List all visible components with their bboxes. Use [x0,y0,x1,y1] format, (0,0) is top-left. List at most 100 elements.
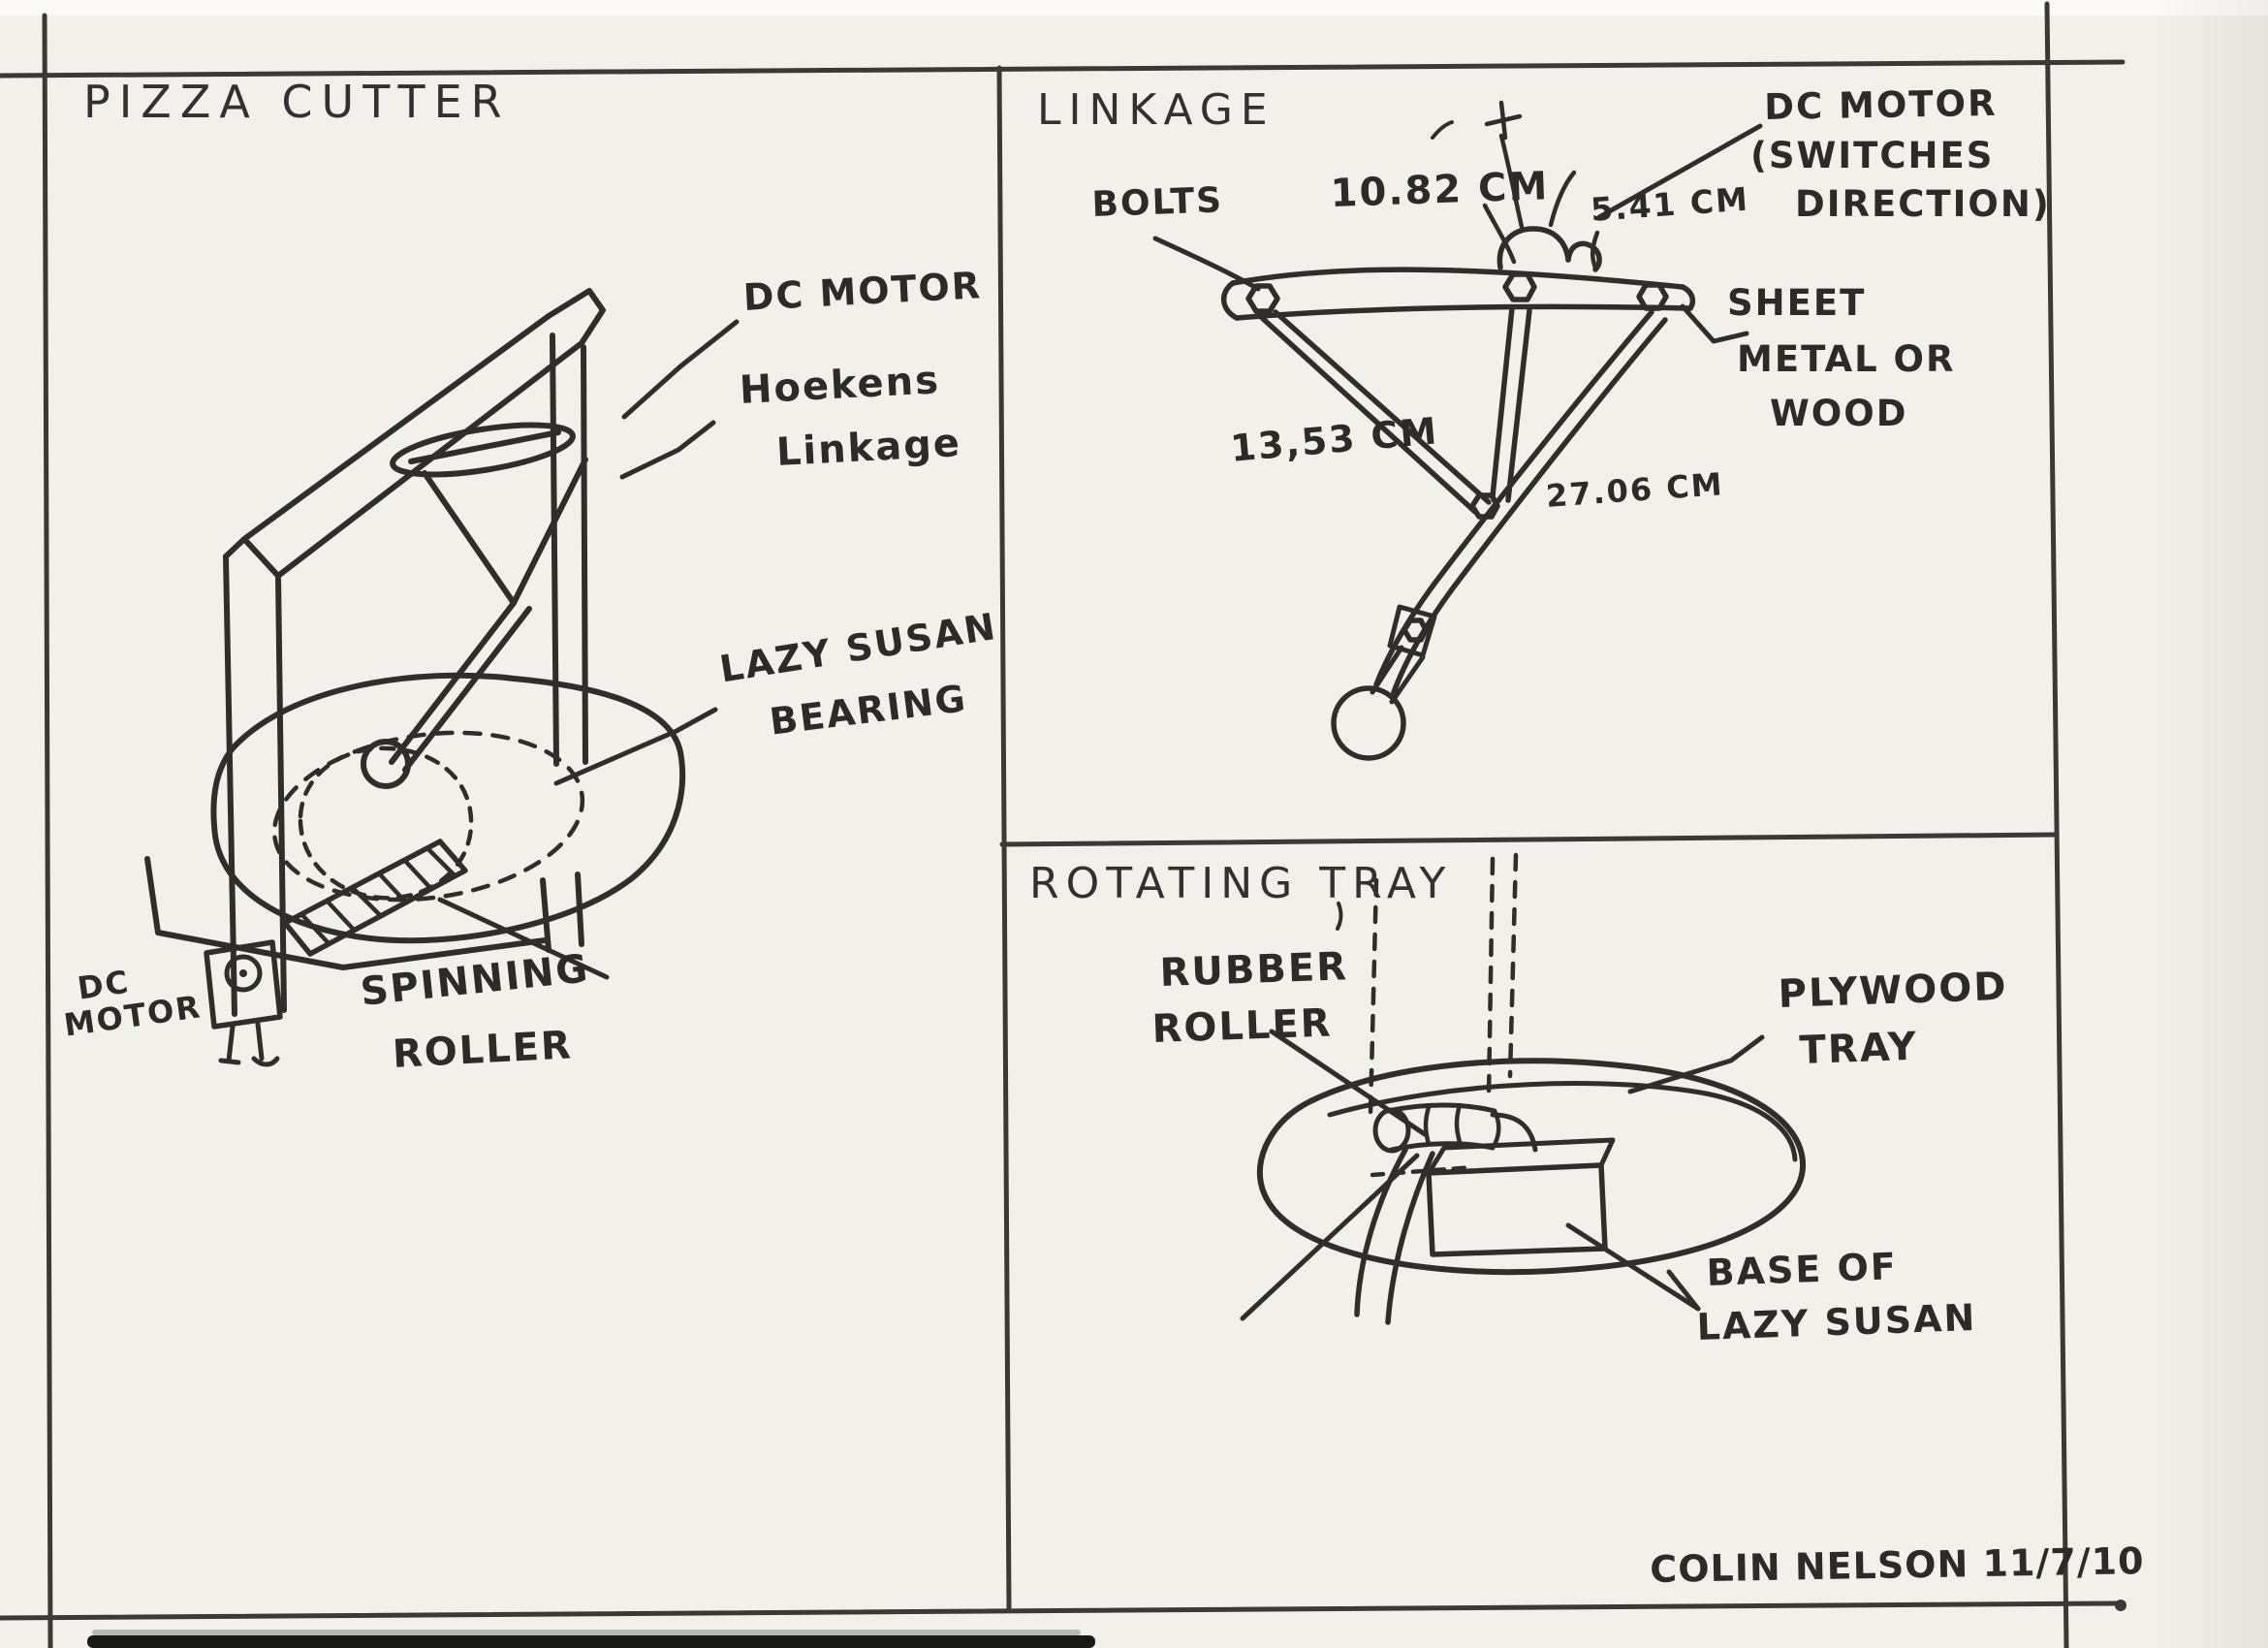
border-bottom [0,1600,2122,1621]
linkage-bar-right [511,457,588,606]
triangle-left-outer [1257,313,1478,515]
cutter-fork-1 [1370,645,1404,695]
wire-cross-v [1498,100,1508,141]
dashed-pizza [298,745,474,901]
top-bar-upper [1230,267,1685,290]
top-bar-cap-left [1221,280,1240,321]
label-plywood-tray-line1: PLYWOOD [1777,964,2009,1017]
border-right [2044,1,2069,1648]
left-post [223,554,237,1017]
right-post [550,333,559,767]
base-box-top [1426,1137,1616,1176]
bolt-hex-left [1245,283,1280,314]
label-linkage-dc-motor-line2: (SWITCHES [1750,135,1995,176]
tray-ellipse [1256,1058,1807,1276]
top-bar-cap-right [1680,284,1696,311]
support-arm-left [1354,1147,1408,1317]
leader-dc-motor [1596,123,1763,220]
label-base-line1: BASE OF [1705,1245,1899,1294]
cutter-fork-2 [1389,654,1426,705]
motor-foot-2 [251,1056,280,1067]
leader-rubber-lower [1240,1153,1420,1321]
label-plywood-tray-line2: TRAY [1798,1024,1919,1073]
roller-ring-2 [1454,1102,1463,1145]
motor-shaft-circle [224,954,263,993]
roller-outline [282,839,468,957]
roller-ring-1 [1423,1104,1432,1147]
label-rubber-roller-line1: RUBBER [1158,944,1349,996]
linkage-bar-left [422,470,517,606]
roller-top [1385,1102,1497,1114]
border-left [42,13,53,1648]
label-hoekens-line2: Linkage [774,421,963,475]
divider-vertical [996,65,1012,1611]
top-bar-lower [1234,303,1693,321]
divider-horizontal-right [999,832,2059,847]
tray-rim [1327,1081,1798,1162]
frame-borders [0,1,2126,1648]
dashed-ellipse [271,730,585,903]
stray-tick [1431,120,1454,140]
roller-flap [1490,1112,1538,1153]
triangle-right-outer [1490,305,1515,499]
beam-tip [546,288,606,346]
leader-spinning-roller [437,897,610,980]
dim-squiggle-top [1482,203,1517,265]
left-post-cap [223,536,281,579]
triangle-left-inner [1273,309,1492,505]
label-base-line2: LAZY SUSAN [1695,1295,1977,1348]
signature: COLIN NELSON 11/7/10 [1649,1539,2145,1591]
leader-hoekens [619,420,716,480]
linkage-link-bar [390,422,576,478]
motor-shaft-dot [239,969,247,977]
cutter-wheel [1331,685,1406,761]
motor-wire [1498,133,1525,230]
linkage-link-inner [408,429,561,464]
support-arm-right [1385,1151,1435,1325]
motor-dome [1496,226,1571,270]
leader-base-tick [1666,1269,1701,1312]
border-top [0,59,2126,79]
long-arm-outer [1373,309,1654,687]
motor-foot-1 [218,1058,241,1065]
label-hoekens-line1: Hoekens [738,358,941,413]
dashed-inside [1370,1164,1476,1178]
leader-bolts [1152,236,1261,292]
label-material-line1: SHEET [1727,282,1867,324]
linkage-title: LINKAGE [1037,85,1276,135]
scan-smudge-soft [92,1630,1081,1635]
leader-plywood [1627,1034,1765,1094]
rotating-tray-title: ROTATING TRAY [1029,859,1453,908]
label-linkage-dc-motor-line3: DIRECTION) [1795,183,2051,225]
pizza-cutter-sketch [144,288,740,1067]
motor-leg-1 [226,1024,236,1063]
dim-curl-541 [1591,230,1600,270]
right-post-inner [581,344,588,765]
scan-smudge-dark [87,1635,1095,1648]
label-linkage-dc-motor-line1: DC MOTOR [1763,81,1998,128]
rotating-tray-sketch [1240,852,1807,1325]
leader-base [1565,1222,1701,1312]
label-bolts: BOLTS [1090,180,1224,225]
dashed-axis-1 [1368,877,1379,1116]
leader-sheet-metal [1680,303,1749,344]
beam-top-edge [241,313,551,542]
tray-outline [210,672,686,944]
border-bottom-dot [2115,1600,2126,1611]
stray-comma [1336,902,1343,931]
left-post-inner [275,573,287,1013]
roller-end-cap [1372,1107,1411,1154]
linkage-sketch [1152,100,1763,761]
bolt-hex-middle [1502,271,1537,302]
motor-curl [1548,170,1577,228]
leader-rubber-upper [1269,1029,1428,1137]
label-rubber-roller-line2: ROLLER [1150,1000,1334,1052]
pizza-cutter-title: PIZZA CUTTER [83,76,511,128]
dashed-axis-3 [1507,852,1519,1079]
leader-dc-motor-top [621,319,740,420]
bolt-hex-right [1636,282,1669,311]
label-material-line2: METAL OR [1737,338,1956,380]
roller-hatching [299,846,457,945]
